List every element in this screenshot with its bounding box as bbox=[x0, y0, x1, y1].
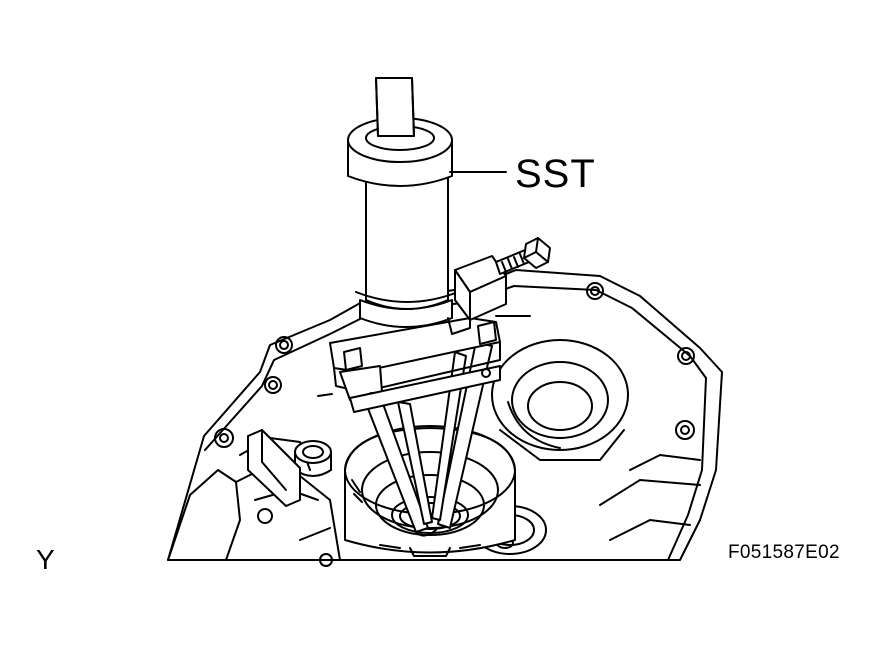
sst-cylinder bbox=[348, 118, 458, 327]
bolt-holes bbox=[215, 283, 694, 566]
bearing-bore-right bbox=[492, 340, 628, 460]
clamp-block bbox=[448, 256, 506, 334]
sst-shaft bbox=[376, 78, 414, 136]
bearing-bore-center bbox=[345, 426, 515, 556]
case-edge-mark bbox=[318, 394, 332, 396]
adjusting-bolt bbox=[496, 238, 550, 274]
case-boss-left bbox=[248, 430, 331, 506]
sst-callout-label: SST bbox=[515, 152, 596, 196]
corner-mark: Y bbox=[36, 544, 55, 575]
puller-claws bbox=[360, 342, 492, 536]
figure-code: F051587E02 bbox=[728, 542, 840, 563]
